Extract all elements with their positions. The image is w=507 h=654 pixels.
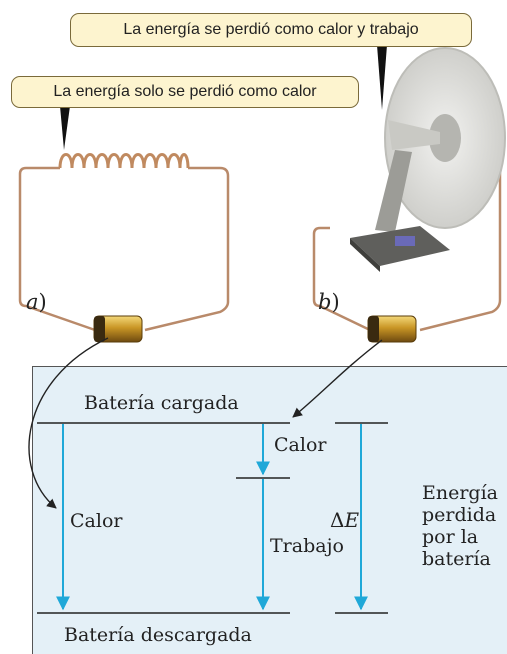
delta-variable: E [344, 508, 360, 532]
subfigure-a-paren: ) [38, 290, 47, 314]
circuit-illustrations [18, 45, 506, 343]
energy-lost-line-2: perdida [422, 504, 497, 526]
callout-heat-only: La energía solo se perdió como calor [11, 76, 359, 108]
energy-lost-line-3: por la [422, 526, 479, 548]
heat-label-b: Calor [274, 434, 327, 456]
callout-heat-and-work: La energía se perdió como calor y trabaj… [70, 13, 472, 47]
callout-b-pointer [377, 45, 387, 110]
subfigure-label-a: a) [26, 290, 47, 314]
work-label: Trabajo [270, 535, 344, 557]
subfigure-label-b: b) [318, 290, 340, 314]
battery-b-icon [367, 315, 417, 343]
subfigure-b-paren: ) [331, 290, 340, 314]
battery-a-icon [93, 315, 143, 343]
delta-symbol: Δ [330, 508, 345, 532]
delta-e-label: ΔE [330, 508, 359, 532]
heat-label-a: Calor [70, 510, 123, 532]
fan-icon [350, 47, 506, 272]
energy-lost-line-4: batería [422, 548, 491, 570]
subfigure-b-letter: b [318, 290, 332, 314]
discharged-battery-label: Batería descargada [64, 624, 252, 646]
subfigure-a-letter: a [26, 290, 39, 314]
pointer-battery-a-to-diagram [28, 337, 109, 509]
coil-icon [58, 153, 190, 169]
callout-a-pointer [60, 106, 70, 150]
circuit-a-wire [18, 166, 230, 332]
charged-battery-label: Batería cargada [84, 392, 239, 414]
pointer-battery-b-to-diagram [292, 339, 383, 418]
callout-heat-only-text: La energía solo se perdió como calor [53, 83, 317, 100]
energy-lost-line-1: Energía [422, 482, 498, 504]
callout-heat-and-work-text: La energía se perdió como calor y trabaj… [123, 21, 419, 38]
energy-lost-label: Energía perdida por la batería [422, 482, 498, 570]
